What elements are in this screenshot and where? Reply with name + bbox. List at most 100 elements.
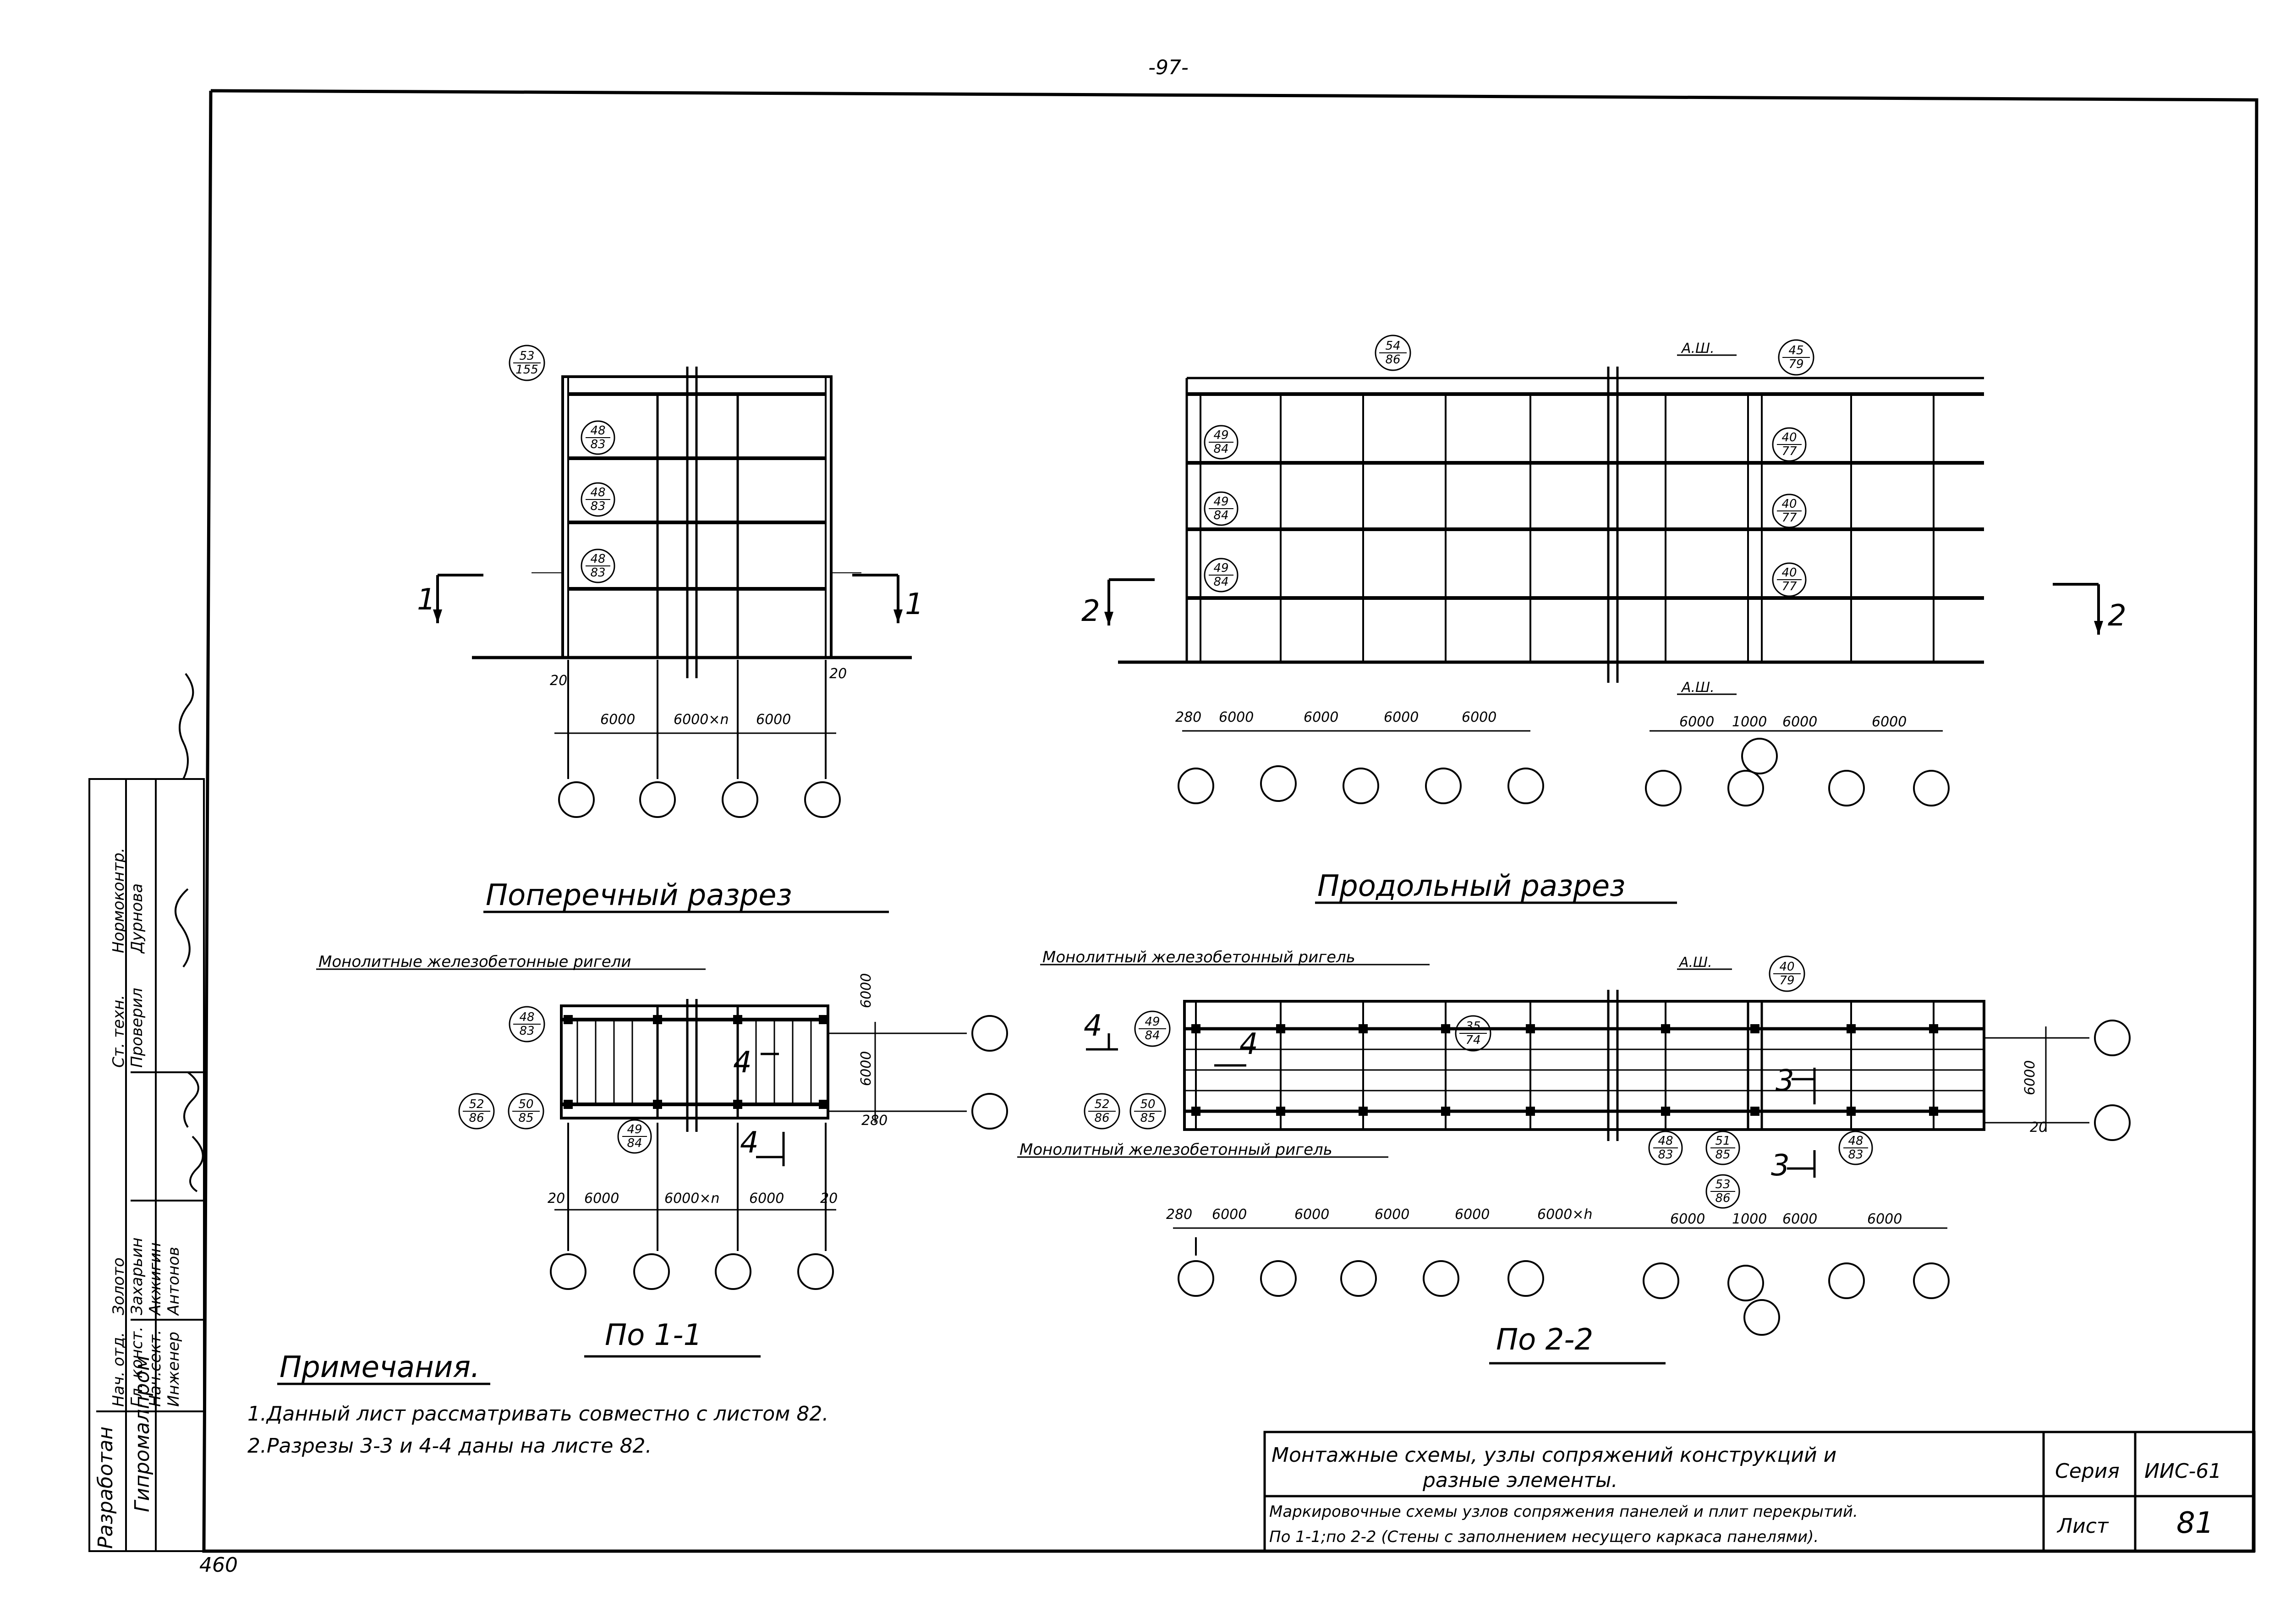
stamp-role-5: Ст. техн. — [110, 995, 128, 1068]
marker-num: 48 — [590, 486, 605, 499]
subtitle-line-2: По 1-1;по 2-2 (Стены с заполнением несущ… — [1269, 1528, 1819, 1546]
marker-num: 51 — [1715, 1134, 1730, 1148]
dim-20: 20 — [2030, 1119, 2047, 1136]
marker-den: 84 — [1213, 509, 1228, 522]
marker-num: 48 — [590, 424, 605, 438]
cross-section-dims: 20 20 6000 6000×n 6000 — [550, 666, 847, 734]
marker-num: 40 — [1781, 431, 1797, 444]
dim-20-right: 20 — [829, 666, 847, 682]
marker-num: 49 — [1213, 561, 1228, 575]
marker-den: 84 — [1145, 1029, 1160, 1042]
dim-1000: 1000 — [1732, 714, 1767, 730]
marker-den: 77 — [1781, 444, 1797, 458]
dim-6000: 6000 — [1462, 709, 1496, 725]
marker-fraction-lines — [463, 352, 1868, 1192]
dim-6000: 6000 — [1679, 714, 1714, 730]
title-line-2: разные элементы. — [1422, 1469, 1618, 1492]
side-stamp — [88, 778, 205, 1552]
long-section-elevation — [1118, 367, 1984, 683]
stamp-name-1: Золото — [110, 1257, 128, 1315]
marker-den: 79 — [1788, 357, 1803, 371]
plan-2-2-fill-marks — [1191, 1024, 1938, 1116]
plan-2-2-axes — [1178, 1237, 1950, 1336]
dim-6000: 6000 — [1384, 709, 1419, 725]
marker-den: 155 — [515, 363, 538, 377]
marker-num: 49 — [1145, 1015, 1160, 1029]
marker-den: 85 — [1715, 1148, 1730, 1162]
marker-den: 86 — [1094, 1111, 1109, 1125]
cross-section-elevation — [472, 367, 912, 678]
marker-den: 77 — [1781, 511, 1797, 525]
marker-num: 49 — [1213, 428, 1228, 442]
dim-6000: 6000 — [1872, 714, 1907, 730]
dim-6000: 6000 — [600, 712, 635, 728]
stamp-name-6: Дурнова — [128, 883, 146, 954]
dim-6000h: 6000×h — [1537, 1207, 1593, 1223]
marker-den: 83 — [1848, 1148, 1863, 1162]
stamp-role-6: Нормоконтр. — [110, 848, 128, 953]
dim-6000: 6000 — [1294, 1207, 1329, 1223]
section-mark-4-plan1: 4 — [733, 1046, 752, 1080]
marker-den: 84 — [1213, 442, 1228, 456]
cross-section-marks: 1 1 — [417, 574, 924, 623]
dim-6000: 6000 — [1782, 1211, 1817, 1227]
section-mark-2-right: 2 — [2108, 599, 2127, 633]
stamp-role-1: Нач. отд. — [110, 1332, 128, 1407]
note-1: 1.Данный лист рассматривать совместно с … — [247, 1402, 828, 1426]
marker-num: 45 — [1788, 344, 1803, 357]
label-monolithic-beam-top: Монолитный железобетонный ригель — [1042, 948, 1355, 966]
marker-den: 83 — [590, 566, 605, 580]
stamp-role-3: Нач.сект. — [146, 1330, 164, 1407]
dim-20: 20 — [548, 1191, 565, 1207]
marker-den: 83 — [1658, 1148, 1673, 1162]
dim-6000: 6000 — [1375, 1207, 1409, 1223]
dim-6000: 6000 — [584, 1191, 619, 1207]
section-mark-1-left: 1 — [417, 583, 436, 617]
stamp-role-4: Инженер — [164, 1332, 183, 1407]
dim-1000: 1000 — [1732, 1211, 1767, 1227]
long-section-dims: 280 6000 6000 6000 6000 6000 1000 6000 6… — [1175, 709, 1943, 732]
marker-den: 86 — [1385, 353, 1400, 367]
marker-num: 50 — [518, 1097, 533, 1111]
marker-num: 40 — [1779, 960, 1794, 974]
dim-6000: 6000 — [1212, 1207, 1247, 1223]
plan-2-2-dims: 6000 20 280 6000 6000 6000 6000 6000×h 6… — [1166, 1060, 2047, 1229]
marker-num: 53 — [519, 349, 534, 363]
marker-num: 48 — [1848, 1134, 1863, 1148]
marker-den: 83 — [590, 438, 605, 451]
stamp-name-3: Акжигин — [146, 1242, 164, 1316]
series-value: ИИС-61 — [2144, 1459, 2221, 1483]
marker-den: 74 — [1465, 1033, 1480, 1047]
sheet-value: 81 — [2176, 1506, 2214, 1540]
long-section-axes — [1178, 738, 1950, 807]
node-marker-labels: 53 155 48 83 48 83 48 83 54 86 45 79 49 … — [469, 339, 1863, 1205]
a-sh-label-bottom: А.Ш. — [1681, 680, 1715, 696]
title-line-1: Монтажные схемы, узлы сопряжений констру… — [1272, 1443, 1836, 1467]
marker-num: 49 — [1213, 495, 1228, 509]
notes-title: Примечания. — [280, 1350, 480, 1384]
marker-num: 50 — [1140, 1097, 1155, 1111]
dim-280: 280 — [861, 1113, 888, 1129]
marker-den: 84 — [1213, 575, 1228, 589]
marker-num: 53 — [1715, 1178, 1730, 1191]
marker-num: 49 — [627, 1123, 642, 1136]
plan-1-1-section-4: 4 4 — [733, 1046, 785, 1166]
marker-num: 48 — [1658, 1134, 1673, 1148]
subtitle-line-1: Маркировочные схемы узлов сопряжения пан… — [1269, 1503, 1858, 1521]
plan-2-2-title: По 2-2 — [1496, 1323, 1593, 1357]
stamp-org: Гипромалпром — [131, 1355, 154, 1512]
section-mark-2-left: 2 — [1081, 594, 1100, 628]
plan-2-2-section-marks: 4 4 3 3 А.Ш. — [1084, 955, 1816, 1183]
marker-den: 79 — [1779, 974, 1794, 988]
sheet-bottom-number: 460 — [199, 1553, 238, 1577]
dim-6000-vertical: 6000 — [858, 973, 874, 1008]
marker-num: 48 — [519, 1010, 534, 1024]
dim-20: 20 — [820, 1191, 838, 1207]
sheet-frame — [202, 89, 2258, 1553]
dim-6000: 6000 — [756, 712, 791, 728]
dim-280: 280 — [1166, 1207, 1192, 1223]
plan-1-1 — [560, 999, 1008, 1132]
marker-num: 35 — [1465, 1020, 1480, 1033]
a-sh-label-plan: А.Ш. — [1678, 955, 1712, 971]
marker-den: 86 — [469, 1111, 484, 1125]
